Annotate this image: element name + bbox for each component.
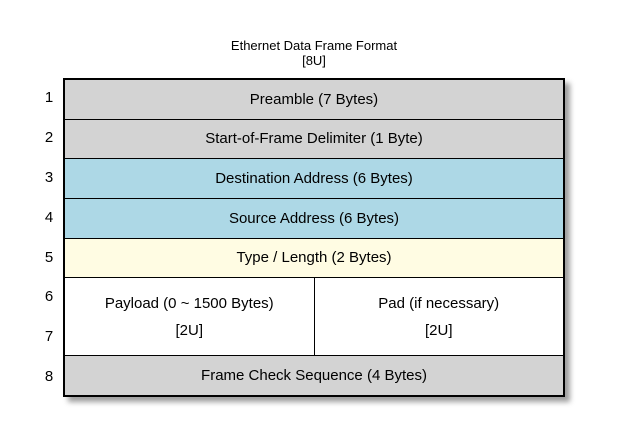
row-number-5: 5 <box>44 249 54 266</box>
row-destination-address-label: Destination Address (6 Bytes) <box>215 170 413 188</box>
row-source-address-label: Source Address (6 Bytes) <box>228 209 400 227</box>
row-fcs: Frame Check Sequence (4 Bytes) <box>65 355 563 395</box>
cell-pad: Pad (if necessary) [2U] <box>313 278 564 356</box>
row-sfd-label: Start-of-Frame Delimiter (1 Byte) <box>205 130 423 148</box>
row-payload-pad: Payload (0 ~ 1500 Bytes) [2U] Pad (if ne… <box>65 277 564 356</box>
diagram-title-line2: [8U] <box>302 53 326 68</box>
row-preamble: Preamble (7 Bytes) <box>65 80 563 119</box>
diagram-title: Ethernet Data Frame Format [8U] <box>63 38 565 68</box>
cell-payload: Payload (0 ~ 1500 Bytes) [2U] <box>65 278 314 355</box>
row-number-7: 7 <box>44 328 54 345</box>
row-type-length: Type / Length (2 Bytes) <box>65 237 563 278</box>
row-number-2: 2 <box>44 129 54 146</box>
diagram-title-line1: Ethernet Data Frame Format <box>230 38 398 53</box>
cell-payload-line1: Payload (0 ~ 1500 Bytes) <box>104 294 274 312</box>
row-preamble-label: Preamble (7 Bytes) <box>249 90 379 108</box>
row-number-1: 1 <box>44 89 54 106</box>
ethernet-frame-table: Preamble (7 Bytes) Start-of-Frame Delimi… <box>63 78 565 397</box>
row-destination-address: Destination Address (6 Bytes) <box>65 158 563 198</box>
cell-pad-line2: [2U] <box>424 321 453 339</box>
row-number-3: 3 <box>44 169 54 186</box>
row-number-4: 4 <box>44 209 54 226</box>
row-sfd: Start-of-Frame Delimiter (1 Byte) <box>65 118 563 159</box>
row-source-address: Source Address (6 Bytes) <box>65 197 563 238</box>
row-fcs-label: Frame Check Sequence (4 Bytes) <box>201 367 427 385</box>
row-number-6: 6 <box>44 288 54 305</box>
row-number-8: 8 <box>44 368 54 385</box>
cell-payload-line2: [2U] <box>175 321 203 339</box>
row-type-length-label: Type / Length (2 Bytes) <box>236 249 392 267</box>
cell-pad-line1: Pad (if necessary) <box>378 294 500 312</box>
